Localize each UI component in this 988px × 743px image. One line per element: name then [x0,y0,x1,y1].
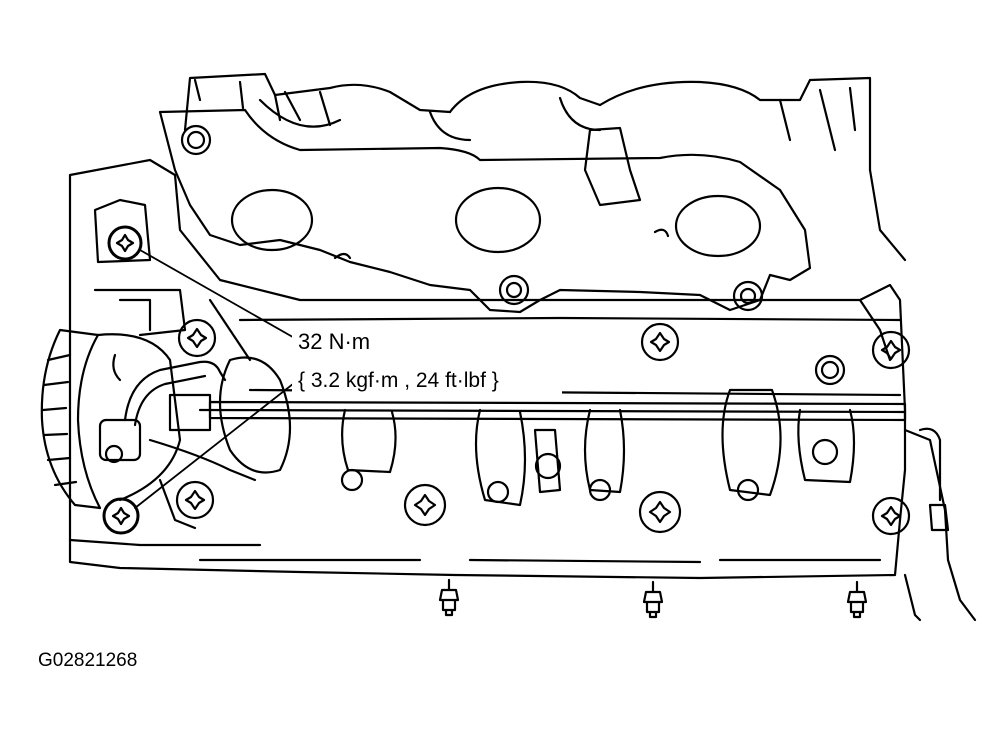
cap-bolts [175,318,911,536]
injector [846,580,868,619]
cam-sprocket [40,288,187,510]
torx-bolt [638,490,682,534]
figure-id-label: G02821268 [38,650,138,671]
exhaust-port-flange [158,108,812,314]
leader-line-upper [139,249,299,341]
cam-lobe [721,388,782,497]
injector [642,580,664,619]
torx-bolt [403,483,447,527]
right-end-plate [903,427,977,622]
oil-pipe-bracket [123,360,257,530]
exhaust-port-3 [674,194,762,258]
torx-bolt-lower [102,497,140,535]
highlighted-bolts [102,225,143,535]
upper-block-outline [183,72,907,262]
torx-bolt [175,480,215,520]
leader-lines [134,249,299,509]
injector [438,578,460,617]
injectors [438,578,868,619]
exhaust-port-1 [230,188,314,252]
leader-line-lower [134,379,299,509]
torx-bolt [640,322,680,362]
cam-lobe [218,356,292,474]
torx-bolt [871,330,911,370]
callout-backing [292,326,562,396]
torque-value-label: 32 N·m [298,329,371,354]
exhaust-port-2 [454,186,542,254]
torx-bolt-upper [107,225,143,261]
torx-bolt [177,318,217,358]
torque-alternate-units-label: { 3.2 kgf·m , 24 ft·lbf } [298,369,499,392]
torx-bolt [871,496,911,536]
